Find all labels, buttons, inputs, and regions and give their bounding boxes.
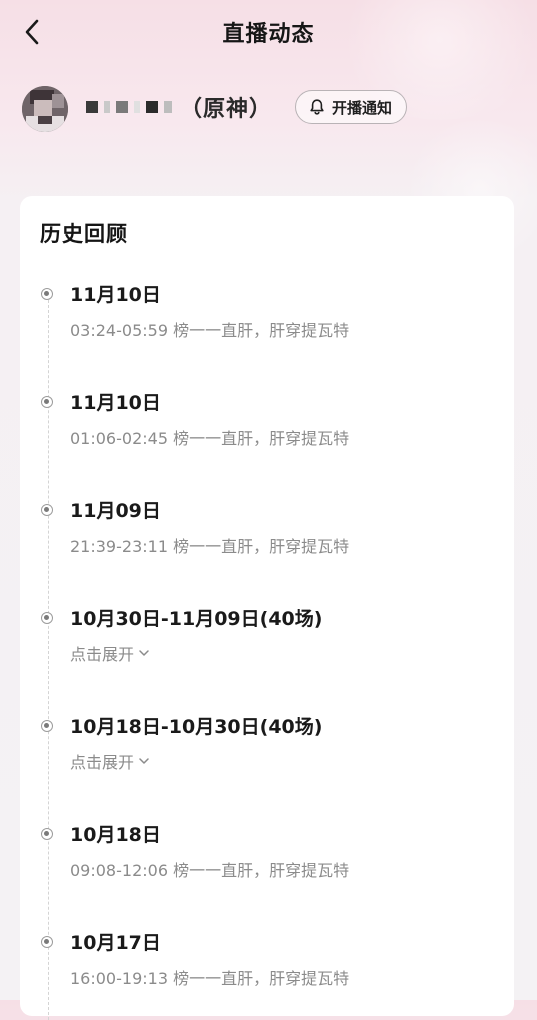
expand-button[interactable]: 点击展开 xyxy=(70,749,150,773)
expand-button[interactable]: 点击展开 xyxy=(70,641,150,665)
chevron-down-icon xyxy=(139,758,149,764)
live-notification-button[interactable]: 开播通知 xyxy=(295,90,408,124)
game-tag: （原神） xyxy=(180,97,273,122)
section-title: 历史回顾 xyxy=(40,222,128,246)
timeline-dot-icon xyxy=(41,936,53,948)
timeline-dot-icon xyxy=(41,504,53,516)
streamer-name: （原神） xyxy=(86,92,272,122)
history-description: 09:08-12:06 榜一一直肝，肝穿提瓦特 xyxy=(70,861,350,880)
history-date: 10月17日 xyxy=(70,932,161,954)
history-group: 10月30日-11月09日(40场) 点击展开 xyxy=(20,607,514,687)
timeline-dot-icon xyxy=(41,396,53,408)
expand-label: 点击展开 xyxy=(70,645,135,664)
history-description: 03:24-05:59 榜一一直肝，肝穿提瓦特 xyxy=(70,321,350,340)
history-item[interactable]: 11月09日 21:39-23:11 榜一一直肝，肝穿提瓦特 xyxy=(20,499,514,579)
streamer-info: （原神） 开播通知 xyxy=(22,84,512,132)
history-group-range: 10月18日-10月30日(40场) xyxy=(70,716,323,738)
page-title: 直播动态 xyxy=(222,22,315,47)
history-group-range: 10月30日-11月09日(40场) xyxy=(70,608,323,630)
history-date: 10月18日 xyxy=(70,824,161,846)
history-date: 11月09日 xyxy=(70,500,161,522)
timeline-line xyxy=(48,300,49,1020)
history-description: 21:39-23:11 榜一一直肝，肝穿提瓦特 xyxy=(70,537,350,556)
avatar[interactable] xyxy=(22,86,68,132)
history-item[interactable]: 10月18日 09:08-12:06 榜一一直肝，肝穿提瓦特 xyxy=(20,823,514,903)
timeline-dot-icon xyxy=(41,612,53,624)
history-description: 01:06-02:45 榜一一直肝，肝穿提瓦特 xyxy=(70,429,350,448)
history-group: 10月18日-10月30日(40场) 点击展开 xyxy=(20,715,514,795)
back-button[interactable] xyxy=(14,14,50,50)
history-item[interactable]: 11月10日 03:24-05:59 榜一一直肝，肝穿提瓦特 xyxy=(20,283,514,363)
expand-label: 点击展开 xyxy=(70,753,135,772)
history-card: 历史回顾 11月10日 03:24-05:59 榜一一直肝，肝穿提瓦特 11月1… xyxy=(20,196,514,1020)
chevron-left-icon xyxy=(25,19,39,45)
timeline-dot-icon xyxy=(41,288,53,300)
history-date: 11月10日 xyxy=(70,284,161,306)
timeline-dot-icon xyxy=(41,828,53,840)
history-date: 11月10日 xyxy=(70,392,161,414)
history-description: 16:00-19:13 榜一一直肝，肝穿提瓦特 xyxy=(70,969,350,988)
bell-icon xyxy=(310,99,324,115)
history-item[interactable]: 11月10日 01:06-02:45 榜一一直肝，肝穿提瓦特 xyxy=(20,391,514,471)
timeline-dot-icon xyxy=(41,720,53,732)
history-item[interactable]: 10月17日 16:00-19:13 榜一一直肝，肝穿提瓦特 xyxy=(20,931,514,1011)
top-bar: 直播动态 xyxy=(0,0,537,64)
chevron-down-icon xyxy=(139,650,149,656)
censored-name xyxy=(86,101,172,113)
live-notification-label: 开播通知 xyxy=(332,98,393,117)
